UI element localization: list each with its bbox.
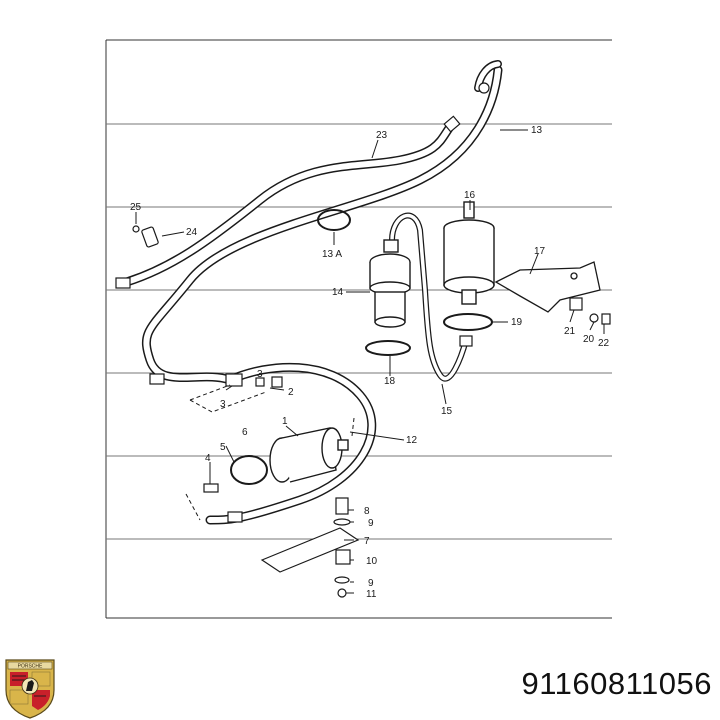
callout-11: 11 xyxy=(366,589,377,600)
hose-clamps xyxy=(230,209,493,485)
callout-4: 4 xyxy=(205,453,211,464)
porsche-crest-logo: PORSCHE xyxy=(5,659,55,719)
fuel-hose-13 xyxy=(141,60,503,385)
reference-lines xyxy=(185,384,355,521)
callout-14: 14 xyxy=(332,287,344,298)
leader-lines xyxy=(135,129,605,594)
callout-13: 13 xyxy=(531,125,543,136)
callout-19: 19 xyxy=(511,317,523,328)
callout-18: 18 xyxy=(384,376,396,387)
callout-23: 23 xyxy=(376,130,388,141)
fuel-accumulator-14 xyxy=(369,239,411,328)
callout-17: 17 xyxy=(534,246,546,257)
callout-25: 25 xyxy=(130,202,142,213)
callout-22: 22 xyxy=(598,338,610,349)
callout-1: 1 xyxy=(282,416,288,427)
callout-3b: 3 xyxy=(220,399,226,410)
callout-9b: 9 xyxy=(368,578,374,589)
callout-8: 8 xyxy=(364,506,370,517)
callout-13a: 13 A xyxy=(322,249,342,260)
small-fittings xyxy=(132,225,611,598)
fuel-hose-12 xyxy=(205,362,377,525)
fuel-pump-1 xyxy=(269,427,349,483)
callout-labels: 1 2 3 3 4 5 6 7 8 9 9 10 11 12 13 13 A 1… xyxy=(130,125,610,600)
callout-16: 16 xyxy=(464,190,476,201)
callout-5: 5 xyxy=(220,442,226,453)
svg-text:PORSCHE: PORSCHE xyxy=(18,664,43,670)
callout-10: 10 xyxy=(366,556,378,567)
mounting-bracket-17 xyxy=(494,261,601,313)
callout-7: 7 xyxy=(364,536,370,547)
fuel-filter-16 xyxy=(443,201,495,305)
callout-9a: 9 xyxy=(368,518,374,529)
callout-20: 20 xyxy=(583,334,595,345)
callout-24: 24 xyxy=(186,227,198,238)
callout-15: 15 xyxy=(441,406,453,417)
callout-6: 6 xyxy=(242,427,248,438)
fuel-line-15 xyxy=(389,212,473,382)
part-number: 91160811056 xyxy=(521,666,712,701)
fuel-hose-23 xyxy=(115,115,461,289)
callout-2: 2 xyxy=(288,387,294,398)
callout-12: 12 xyxy=(406,435,418,446)
callout-21: 21 xyxy=(564,326,576,337)
callout-3a: 3 xyxy=(257,369,263,380)
